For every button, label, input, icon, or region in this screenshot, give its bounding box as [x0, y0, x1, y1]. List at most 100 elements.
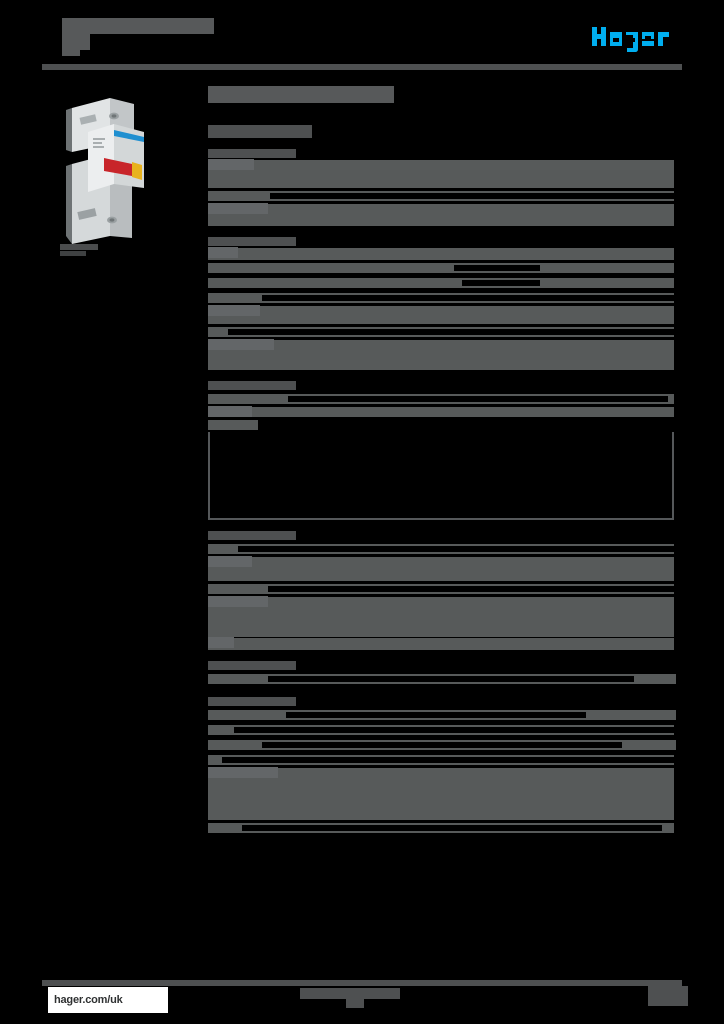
spec-row-label: [208, 327, 222, 337]
footer-website-link[interactable]: hager.com/uk: [48, 987, 168, 1013]
spec-row: [208, 582, 682, 596]
footer-center-text-second-line: [346, 999, 364, 1008]
spec-row-leader: [262, 742, 622, 748]
spec-row-label: [208, 584, 258, 594]
spec-row-value: [208, 160, 674, 188]
spec-row-label: [208, 823, 228, 833]
spec-row-label: [208, 278, 238, 288]
spec-row-label: [208, 674, 246, 684]
spec-row: [208, 276, 682, 290]
spec-row: [208, 392, 682, 406]
spec-row-label: [208, 191, 242, 201]
product-caption: [60, 244, 98, 250]
spec-row: [208, 672, 682, 686]
spec-section: [208, 237, 682, 370]
spec-section-heading: [208, 661, 296, 670]
spec-row: [208, 406, 682, 417]
spec-row-leader: [270, 193, 674, 199]
spec-row-label: [208, 767, 278, 778]
spec-row: [208, 637, 682, 650]
spec-row: [208, 753, 682, 767]
spec-section: [208, 661, 682, 686]
spec-row: [208, 596, 682, 637]
spec-row-label: [208, 710, 270, 720]
footer-center-text: [300, 988, 400, 999]
page-subtitle: [62, 44, 80, 56]
spec-row-value: [208, 248, 674, 260]
spec-section-heading: [208, 149, 296, 158]
spec-row-value: [208, 204, 674, 226]
spec-row-leader: [222, 757, 676, 763]
spec-row-value: [632, 740, 676, 750]
spec-row: [208, 159, 682, 188]
spec-row-value: [604, 278, 650, 288]
spec-row: [208, 189, 682, 203]
spec-row-fill: [208, 263, 674, 273]
footer-page-number: [648, 986, 688, 1006]
spec-row-label: [208, 596, 268, 607]
spec-row: [208, 325, 682, 339]
spec-row-leader: [262, 295, 676, 301]
spec-row-leader: [268, 586, 674, 592]
spec-detail-box: [208, 432, 674, 520]
spec-row-label: [208, 740, 254, 750]
spec-row: [208, 542, 682, 556]
spec-row-value: [208, 340, 674, 370]
spec-section: [208, 531, 682, 650]
spec-row-label: [208, 420, 258, 430]
spec-row-value: [208, 557, 674, 581]
spec-row-value: [608, 263, 650, 273]
spec-row-label: [208, 263, 238, 273]
spec-row-label: [208, 394, 232, 404]
spec-row-label: [208, 247, 238, 258]
spec-row-label: [208, 159, 254, 170]
spec-row-label: [208, 305, 260, 316]
hager-logo: [592, 26, 688, 52]
spec-row-value: [648, 674, 676, 684]
spec-row-leader: [462, 280, 540, 286]
spec-row: [208, 339, 682, 370]
spec-row-label: [208, 203, 268, 214]
spec-section-heading: [208, 381, 296, 390]
spec-row-label: [208, 755, 218, 765]
header-divider: [42, 64, 682, 70]
spec-row: [208, 247, 682, 260]
page-title: [62, 18, 214, 34]
spec-row-label: [208, 725, 226, 735]
spec-row: [208, 708, 682, 722]
spec-row-label: [208, 544, 224, 554]
page-footer: hager.com/uk: [0, 962, 724, 1024]
spec-row-leader: [228, 329, 676, 335]
spec-row-label: [208, 406, 252, 417]
spec-row: [208, 738, 682, 752]
spec-row-label: [208, 637, 234, 648]
spec-row-leader: [234, 727, 676, 733]
spec-row-label: [208, 556, 252, 567]
spec-row: [208, 723, 682, 737]
spec-row-leader: [288, 396, 668, 402]
spec-row-leader: [242, 825, 662, 831]
spec-section: [208, 697, 682, 835]
spec-row-value: [208, 597, 674, 637]
spec-section: [208, 149, 682, 226]
spec-row: [208, 556, 682, 581]
spec-row: [208, 767, 682, 820]
document-title: [208, 86, 394, 103]
spec-row-leader: [286, 712, 586, 718]
spec-row-value: [596, 710, 676, 720]
spec-row: [208, 291, 682, 305]
page-header: [0, 0, 724, 78]
spec-row: [208, 203, 682, 226]
document-subtitle: [208, 125, 312, 138]
spec-row-value: [208, 768, 674, 820]
spec-row-leader: [238, 546, 674, 552]
spec-row: [208, 261, 682, 275]
spec-row-label: [208, 293, 230, 303]
spec-section: [208, 381, 682, 520]
spec-row-value: [208, 306, 674, 324]
footer-divider: [42, 980, 682, 986]
spec-row-leader: [454, 265, 540, 271]
spec-row-value: [208, 407, 674, 417]
spec-row-label: [208, 339, 274, 350]
